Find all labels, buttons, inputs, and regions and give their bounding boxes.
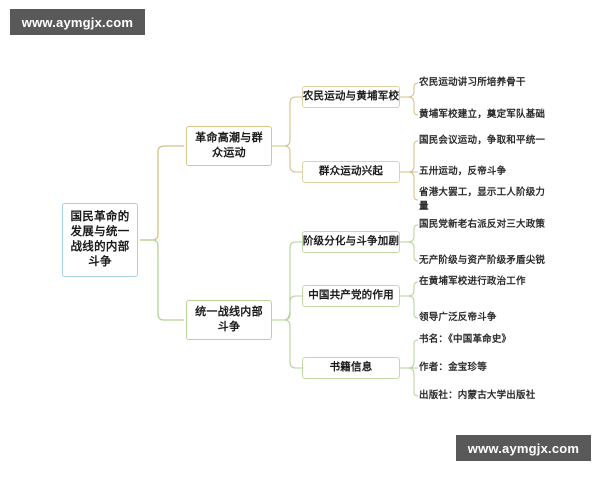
branch-node-revolution-upsurge[interactable]: 革命高潮与群众运动 bbox=[186, 126, 272, 166]
leaf-item: 出版社：内蒙古大学出版社 bbox=[419, 391, 536, 401]
leaf-item: 五卅运动，反帝斗争 bbox=[419, 167, 507, 177]
leaf-item: 国民会议运动，争取和平统一 bbox=[419, 136, 546, 146]
leaf-item: 领导广泛反帝斗争 bbox=[419, 313, 497, 323]
sub-node-class-differentiation[interactable]: 阶级分化与斗争加剧 bbox=[302, 231, 400, 253]
branch-node-united-front-struggle[interactable]: 统一战线内部斗争 bbox=[186, 300, 272, 340]
leaf-item: 作者：金宝珍等 bbox=[419, 363, 487, 373]
leaf-item: 书名：《中国革命史》 bbox=[419, 335, 512, 345]
root-node[interactable]: 国民革命的发展与统一战线的内部斗争 bbox=[62, 203, 138, 277]
sub-node-peasant-movement-whampoa[interactable]: 农民运动与黄埔军校 bbox=[302, 86, 400, 108]
leaf-item: 省港大罢工，显示工人阶级力量 bbox=[419, 188, 546, 213]
leaf-item: 黄埔军校建立，奠定军队基础 bbox=[419, 110, 546, 120]
sub-node-ccp-role[interactable]: 中国共产党的作用 bbox=[302, 285, 400, 307]
sub-node-mass-movement-rise[interactable]: 群众运动兴起 bbox=[302, 161, 400, 183]
leaf-item: 国民党新老右派反对三大政策 bbox=[419, 220, 546, 230]
watermark-top-left: www.aymgjx.com bbox=[10, 9, 145, 35]
leaf-item: 无产阶级与资产阶级矛盾尖锐 bbox=[419, 256, 546, 266]
leaf-item: 在黄埔军校进行政治工作 bbox=[419, 277, 526, 287]
watermark-bottom-right: www.aymgjx.com bbox=[456, 435, 591, 461]
leaf-item: 农民运动讲习所培养骨干 bbox=[419, 78, 526, 88]
sub-node-book-info[interactable]: 书籍信息 bbox=[302, 357, 400, 379]
